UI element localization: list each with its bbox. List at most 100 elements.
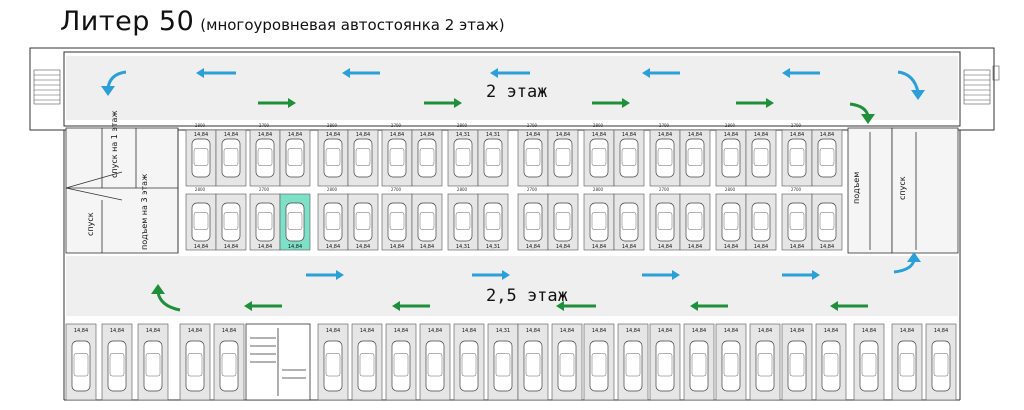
parking-space-bottom: 14,84: [853, 323, 885, 401]
parking-space-bottom: 14,84: [101, 323, 133, 401]
dimension-label: 2700: [527, 187, 538, 192]
car-icon: [623, 340, 643, 392]
space-area-label: 14,84: [658, 244, 672, 250]
space-area-label: 14,84: [592, 328, 606, 334]
space-area-label: 14,84: [222, 328, 236, 334]
car-icon: [721, 138, 741, 178]
arrow-left-icon: [196, 68, 236, 78]
arrow-right-icon: [472, 270, 510, 280]
dimension-label: 2800: [195, 187, 206, 192]
space-area-label: 14,84: [754, 244, 768, 250]
space-area-label: 14,84: [688, 132, 702, 138]
car-icon: [185, 340, 205, 392]
ramp-left: [65, 127, 179, 254]
ramp-label-down-1: спуск на 1 этаж: [110, 110, 119, 178]
car-icon: [285, 138, 305, 178]
space-area-label: 14,84: [526, 132, 540, 138]
car-icon: [453, 138, 473, 178]
car-icon: [493, 340, 513, 392]
dimension-label: 2800: [593, 187, 604, 192]
arrow-right-icon: [258, 98, 296, 108]
space-area-label: 14,84: [390, 132, 404, 138]
space-area-label: 14,84: [356, 132, 370, 138]
car-icon: [787, 138, 807, 178]
car-icon: [219, 340, 239, 392]
arrow-left-icon: [782, 68, 820, 78]
parking-space-bottom: 14,84: [683, 323, 715, 401]
stair-left: [33, 69, 61, 105]
car-icon: [553, 138, 573, 178]
space-area-label: 14,84: [420, 132, 434, 138]
dimension-label: 2700: [391, 123, 402, 128]
space-area-label: 14,84: [356, 244, 370, 250]
traffic-arrows: [101, 68, 925, 312]
turn-arrow-icon: [151, 284, 181, 312]
arrow-right-icon: [782, 270, 820, 280]
car-icon: [285, 202, 305, 242]
car-icon: [619, 138, 639, 178]
ramp-label-up-3: подъем на 3 этаж: [140, 173, 149, 250]
car-icon: [589, 138, 609, 178]
space-area-label: 14,84: [626, 328, 640, 334]
car-icon: [453, 202, 473, 242]
car-icon: [483, 202, 503, 242]
dimension-label: 2700: [527, 123, 538, 128]
dimension-label: 2700: [791, 187, 802, 192]
arrow-left-icon: [342, 68, 380, 78]
dimension-label: 2800: [457, 123, 468, 128]
title-sub: (многоуровневая автостоянка 2 этаж): [200, 16, 505, 34]
car-icon: [323, 202, 343, 242]
dimension-label: 2800: [327, 187, 338, 192]
space-area-label: 14,84: [820, 132, 834, 138]
car-icon: [255, 138, 275, 178]
car-icon: [107, 340, 127, 392]
space-area-label: 14,84: [420, 244, 434, 250]
parking-space-bottom: 14,84: [213, 323, 245, 401]
space-area-label: 14,84: [224, 244, 238, 250]
space-area-label: 14,84: [790, 328, 804, 334]
car-icon: [817, 138, 837, 178]
floor-label-upper: 2 этаж: [486, 82, 548, 102]
dimension-label: 2800: [593, 123, 604, 128]
space-area-label: 14,84: [934, 328, 948, 334]
car-icon: [357, 340, 377, 392]
floor-label-lower: 2,5 этаж: [486, 286, 568, 306]
space-area-label: 14,84: [110, 328, 124, 334]
space-area-label: 14,84: [526, 244, 540, 250]
parking-space-bottom: 14,84: [179, 323, 211, 401]
car-icon: [425, 340, 445, 392]
car-icon: [459, 340, 479, 392]
turn-arrow-icon: [893, 252, 921, 274]
space-area-label: 14,84: [326, 244, 340, 250]
car-icon: [751, 202, 771, 242]
car-icon: [191, 202, 211, 242]
parking-space-bottom: 14,84: [551, 323, 583, 401]
space-area-label: 14,84: [824, 328, 838, 334]
dimension-label: 2700: [259, 123, 270, 128]
car-icon: [557, 340, 577, 392]
car-icon: [655, 340, 675, 392]
car-icon: [221, 138, 241, 178]
turn-arrow-icon: [849, 102, 875, 124]
car-icon: [417, 138, 437, 178]
space-area-label: 14,84: [724, 328, 738, 334]
car-icon: [859, 340, 879, 392]
car-icon: [523, 202, 543, 242]
upper-aisle: [66, 56, 958, 120]
space-area-label: 14,84: [692, 328, 706, 334]
parking-space-bottom: 14,84: [815, 323, 847, 401]
space-area-label: 14,84: [622, 132, 636, 138]
space-area-label: 14,84: [754, 132, 768, 138]
car-icon: [387, 138, 407, 178]
car-icon: [821, 340, 841, 392]
space-area-label: 14,84: [724, 132, 738, 138]
